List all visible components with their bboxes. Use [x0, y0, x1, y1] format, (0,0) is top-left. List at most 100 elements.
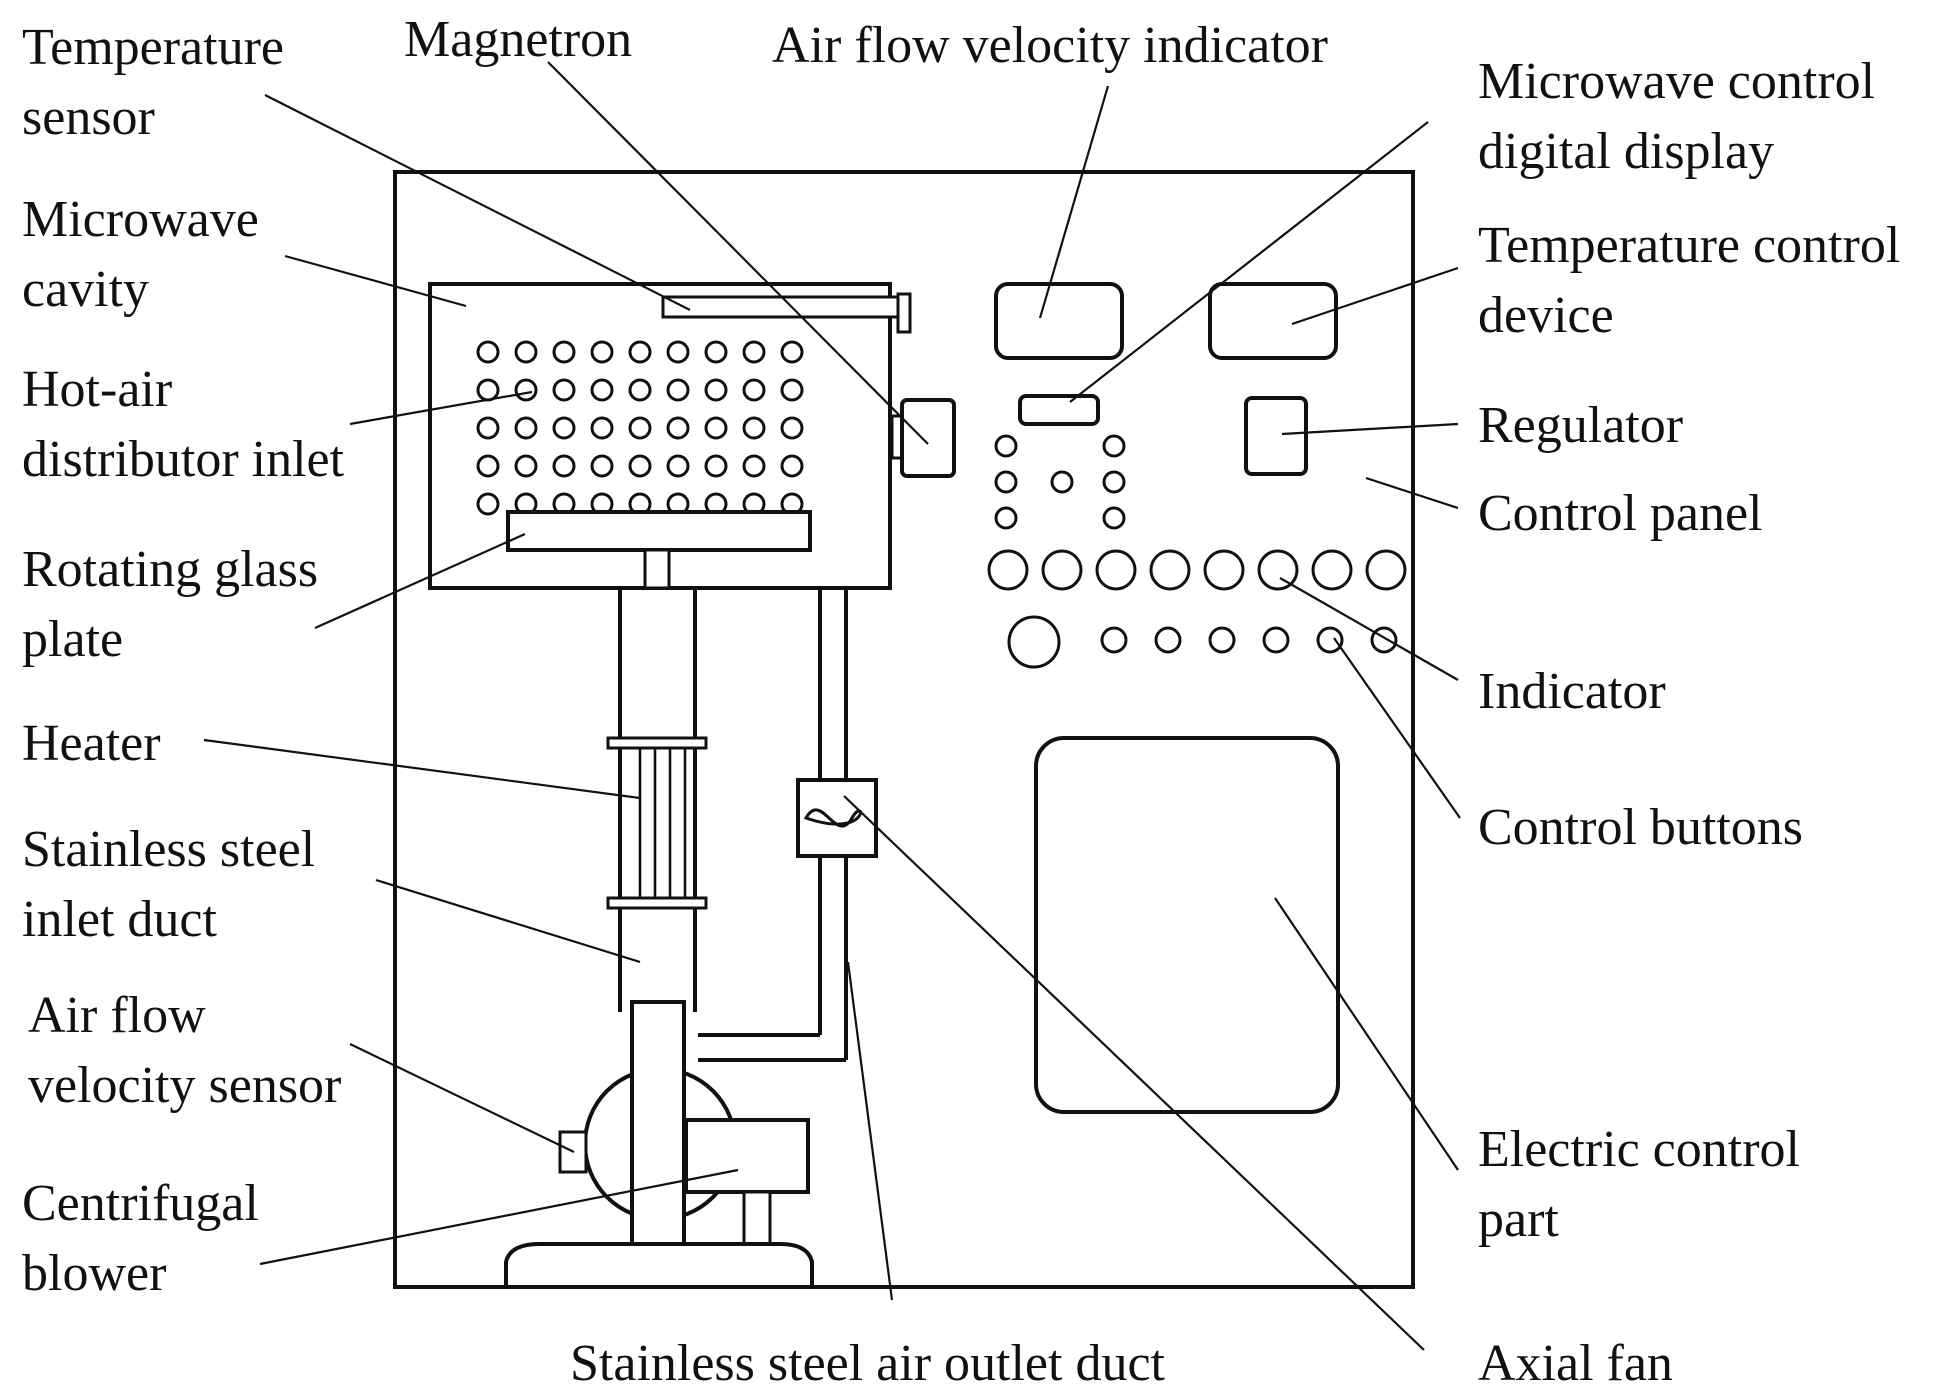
label-air-flow-velocity-sensor-line2: velocity sensor [28, 1057, 341, 1114]
label-microwave-control-digital-display-line2: digital display [1478, 123, 1774, 180]
distributor-hole [666, 378, 690, 402]
distributor-hole [742, 416, 766, 440]
axial-fan [796, 778, 878, 858]
distributor-hole [704, 378, 728, 402]
heater [606, 736, 708, 910]
regulator [1244, 396, 1308, 476]
distributor-hole [476, 378, 500, 402]
distributor-hole [514, 340, 538, 364]
svg-text:Axial fan: Axial fan [1478, 1335, 1673, 1392]
panel-indicator-light [994, 434, 1018, 458]
label-stainless-steel-inlet-duct-line2: inlet duct [22, 891, 218, 948]
label-indicator: Indicator [1478, 663, 1666, 720]
electric-control-part [1034, 736, 1340, 1114]
label-hot-air-distributor-inlet-line2: distributor inlet [22, 431, 345, 488]
label-stainless-steel-inlet-duct-line1: Stainless steel [22, 821, 315, 878]
distributor-hole [590, 416, 614, 440]
distributor-hole [590, 340, 614, 364]
hot-air-distributor-holes [476, 340, 804, 516]
distributor-hole [552, 378, 576, 402]
distributor-hole [628, 454, 652, 478]
label-air-flow-velocity-indicator: Air flow velocity indicator [772, 17, 1328, 74]
distributor-hole [476, 454, 500, 478]
distributor-hole [742, 340, 766, 364]
panel-indicator-light [1050, 470, 1074, 494]
label-axial-fan: Axial fan [1478, 1335, 1673, 1392]
distributor-hole [666, 340, 690, 364]
svg-text:Air flow velocity indicator: Air flow velocity indicator [772, 17, 1328, 74]
distributor-hole [704, 416, 728, 440]
label-temperature-control-device-line1: Temperature control [1478, 217, 1900, 274]
svg-text:Heater: Heater [22, 715, 161, 772]
distributor-hole [552, 416, 576, 440]
control-panel [994, 282, 1340, 1114]
distributor-hole [514, 454, 538, 478]
label-electric-control-part-line2: part [1478, 1191, 1559, 1248]
main-control-button [1007, 615, 1061, 669]
svg-text:Stainless steel air outlet duc: Stainless steel air outlet duct [570, 1335, 1166, 1392]
air-flow-velocity-indicator-display [994, 282, 1124, 360]
indicator-lamp [1203, 549, 1245, 591]
labels: Temperature sensor Magnetron Air flow vel… [22, 11, 1900, 1392]
svg-text:Control buttons: Control buttons [1478, 799, 1803, 856]
indicator-lamp [987, 549, 1029, 591]
distributor-hole [742, 378, 766, 402]
indicator-lamp [1365, 549, 1407, 591]
label-control-buttons: Control buttons [1478, 799, 1803, 856]
panel-indicator-light [1102, 434, 1126, 458]
distributor-hole [628, 416, 652, 440]
indicator-lamp [1095, 549, 1137, 591]
control-button [1100, 626, 1128, 654]
panel-indicator-light [994, 506, 1018, 530]
distributor-hole [552, 454, 576, 478]
distributor-hole [590, 378, 614, 402]
label-control-panel: Control panel [1478, 485, 1763, 542]
panel-indicator-light [1102, 506, 1126, 530]
distributor-hole [514, 378, 538, 402]
distributor-hole [704, 454, 728, 478]
label-electric-control-part-line1: Electric control [1478, 1121, 1800, 1178]
svg-text:Magnetron: Magnetron [404, 11, 632, 68]
temperature-control-device [1208, 282, 1338, 360]
rotating-glass-plate [506, 510, 812, 590]
control-button [1208, 626, 1236, 654]
distributor-hole [666, 416, 690, 440]
indicator-lamp [1311, 549, 1353, 591]
label-hot-air-distributor-inlet-line1: Hot-air [22, 361, 172, 418]
distributor-hole [476, 340, 500, 364]
distributor-hole [666, 454, 690, 478]
panel-indicator-light [994, 470, 1018, 494]
distributor-hole [780, 378, 804, 402]
label-centrifugal-blower-line1: Centrifugal [22, 1175, 259, 1232]
label-temperature-sensor-line2: sensor [22, 89, 155, 146]
control-button [1316, 626, 1344, 654]
distributor-hole [628, 340, 652, 364]
distributor-hole [780, 454, 804, 478]
label-temperature-sensor-line1: Temperature [22, 19, 284, 76]
distributor-hole [780, 340, 804, 364]
leader-lines [203, 61, 1461, 1351]
label-heater: Heater [22, 715, 161, 772]
distributor-hole [476, 492, 500, 516]
distributor-hole [514, 416, 538, 440]
distributor-hole [476, 416, 500, 440]
distributor-hole [628, 378, 652, 402]
control-buttons-and-indicators [987, 434, 1407, 669]
control-button [1262, 626, 1290, 654]
svg-text:Indicator: Indicator [1478, 663, 1666, 720]
label-rotating-glass-plate-line1: Rotating glass [22, 541, 318, 598]
distributor-hole [590, 454, 614, 478]
stainless-steel-inlet-duct [618, 588, 697, 1012]
label-centrifugal-blower-line2: blower [22, 1245, 166, 1302]
indicator-lamp [1041, 549, 1083, 591]
